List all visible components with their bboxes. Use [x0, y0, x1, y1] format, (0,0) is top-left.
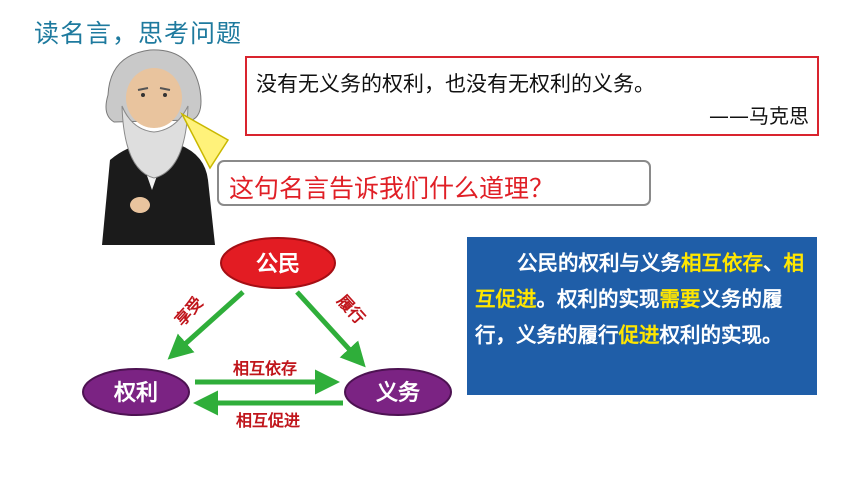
portrait-hand: [130, 197, 150, 213]
relationship-diagram: 公民 权利 义务 享受 履行 相互依存 相互促进: [82, 237, 452, 430]
right-arrow: [295, 290, 366, 368]
conclusion-text-5: 权利的实现。: [659, 323, 783, 347]
enjoy-label: 享受: [171, 293, 207, 330]
conclusion-highlight-2: 相互促进: [475, 251, 804, 311]
slide-title: 读名言，思考问题: [34, 19, 243, 48]
citizen-node-label: 公民: [256, 252, 300, 277]
portrait-coat: [102, 142, 215, 245]
rights-node: [82, 368, 190, 416]
conclusion-highlight-1: 相互依存: [681, 251, 763, 275]
mutual-promotion-label: 相互促进: [236, 411, 300, 430]
duties-node: [344, 368, 452, 416]
interdependent-label: 相互依存: [233, 359, 297, 378]
portrait-face: [126, 68, 182, 128]
quote-text: 没有无义务的权利，也没有无权利的义务。: [256, 72, 655, 96]
conclusion-text-3: 。权利的实现: [536, 287, 660, 311]
quote-author: ——马克思: [709, 104, 809, 128]
conclusion-box: 公民的权利与义务相互依存、相互促进。权利的实现需要义务的履行，义务的履行促进权利…: [467, 237, 817, 395]
left-arrow: [167, 290, 245, 360]
conclusion-text-4: 义务的履行，义务的履行: [475, 287, 783, 347]
quote-box: 没有无义务的权利，也没有无权利的义务。 ——马克思: [245, 56, 819, 136]
fulfill-label: 履行: [333, 291, 369, 328]
citizen-node: [220, 237, 336, 289]
conclusion-highlight-3: 需要: [659, 287, 701, 311]
question-text: 这句名言告诉我们什么道理？: [229, 174, 555, 203]
rights-node-label: 权利: [113, 380, 158, 406]
conclusion-text-2: 、: [763, 251, 784, 275]
speech-pointer: [180, 112, 230, 170]
portrait-illustration: [102, 49, 215, 245]
question-box: 这句名言告诉我们什么道理？: [217, 160, 651, 206]
duties-node-label: 义务: [376, 381, 421, 406]
conclusion-text-1: 公民的权利与义务: [517, 251, 681, 275]
conclusion-highlight-4: 促进: [618, 323, 660, 347]
